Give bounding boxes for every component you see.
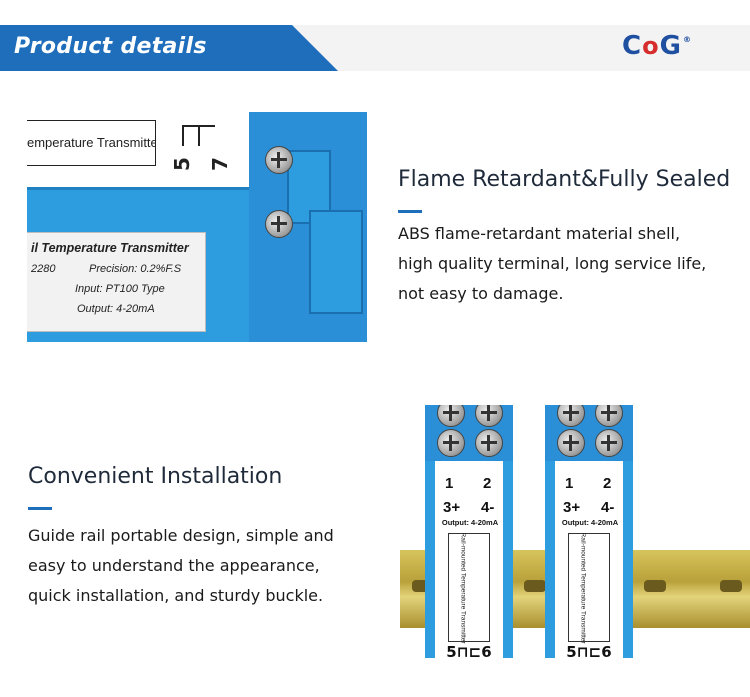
plate-model: 2280 [31, 263, 56, 275]
module-name-box [448, 533, 490, 642]
terminal-4: 4- [481, 499, 495, 516]
rail-slot [644, 580, 666, 592]
terminal-symbol-icon [182, 125, 215, 146]
product-photo-closeup: emperature Transmitter 5 7 il Temperatur… [27, 112, 367, 362]
terminal-1: 1 [565, 475, 574, 492]
product-photo-rail: 1 2 3+ 4- Output: 4-20mA Rail-mounted Te… [400, 405, 750, 658]
flame-description: ABS flame-retardant material shell, high… [398, 219, 706, 309]
install-description: Guide rail portable design, simple and e… [28, 521, 334, 611]
terminal-2: 2 [603, 475, 612, 492]
screw-icon [595, 429, 623, 457]
terminal-side [249, 112, 367, 362]
install-line-3: quick installation, and sturdy buckle. [28, 586, 324, 605]
module-terminal-head [425, 405, 513, 461]
rail-slot [524, 580, 546, 592]
screw-icon [437, 405, 465, 427]
top-label-plate: emperature Transmitter 5 7 [27, 112, 267, 190]
module-label: 1 2 3+ 4- Output: 4-20mA Rail-mounted Te… [555, 461, 623, 658]
transmitter-module: 1 2 3+ 4- Output: 4-20mA Rail-mounted Te… [545, 405, 633, 658]
install-heading: Convenient Installation [28, 464, 283, 489]
logo-letter-o: o [642, 32, 660, 60]
registered-mark: ® [682, 35, 692, 44]
plate-input: Input: PT100 Type [75, 283, 165, 295]
screw-icon [265, 210, 293, 238]
top-number-7: 7 [207, 157, 232, 171]
rail-slot [720, 580, 742, 592]
spec-plate: il Temperature Transmitter 2280 Precisio… [27, 232, 206, 332]
terminal-3: 3+ [443, 499, 461, 516]
install-accent-line [28, 507, 52, 510]
screw-icon [475, 405, 503, 427]
terminal-5-6: 5⊓⊏6 [566, 643, 612, 658]
flame-heading: Flame Retardant&Fully Sealed [398, 167, 731, 192]
install-line-2: easy to understand the appearance, [28, 556, 320, 575]
screw-icon [557, 429, 585, 457]
screw-icon [557, 405, 585, 427]
banner-title: Product details [14, 34, 207, 59]
terminal-3: 3+ [563, 499, 581, 516]
screw-icon [437, 429, 465, 457]
screw-icon [595, 405, 623, 427]
flame-line-2: high quality terminal, long service life… [398, 254, 707, 273]
module-name-vertical: Rail-mounted Temperature Transmitter [579, 532, 587, 644]
terminal-2: 2 [483, 475, 492, 492]
module-terminal-head [545, 405, 633, 461]
terminal-4: 4- [601, 499, 615, 516]
transmitter-module: 1 2 3+ 4- Output: 4-20mA Rail-mounted Te… [425, 405, 513, 658]
logo-letter-c: C [622, 31, 643, 61]
module-output: Output: 4-20mA [561, 518, 619, 527]
flame-line-1: ABS flame-retardant material shell, [398, 224, 681, 243]
module-label: 1 2 3+ 4- Output: 4-20mA Rail-mounted Te… [435, 461, 503, 658]
top-label-text: emperature Transmitter [27, 120, 156, 166]
plate-output: Output: 4-20mA [77, 303, 155, 315]
screw-icon [475, 429, 503, 457]
install-line-1: Guide rail portable design, simple and [28, 526, 334, 545]
screw-icon [265, 146, 293, 174]
top-number-5: 5 [169, 157, 194, 171]
module-output: Output: 4-20mA [441, 518, 499, 527]
flame-accent-line [398, 210, 422, 213]
flame-line-3: not easy to damage. [398, 284, 564, 303]
terminal-block-lower [309, 210, 363, 314]
module-name-vertical: Rail-mounted Temperature Transmitter [459, 532, 467, 644]
plate-precision: Precision: 0.2%F.S [89, 263, 182, 275]
logo-letter-g: G [659, 31, 682, 61]
brand-logo: CoG® [622, 31, 692, 61]
module-name-box [568, 533, 610, 642]
plate-title: il Temperature Transmitter [31, 241, 189, 255]
terminal-5-6: 5⊓⊏6 [446, 643, 492, 658]
terminal-1: 1 [445, 475, 454, 492]
section-banner: Product details [0, 25, 338, 71]
photo-bottom-edge [27, 342, 367, 362]
